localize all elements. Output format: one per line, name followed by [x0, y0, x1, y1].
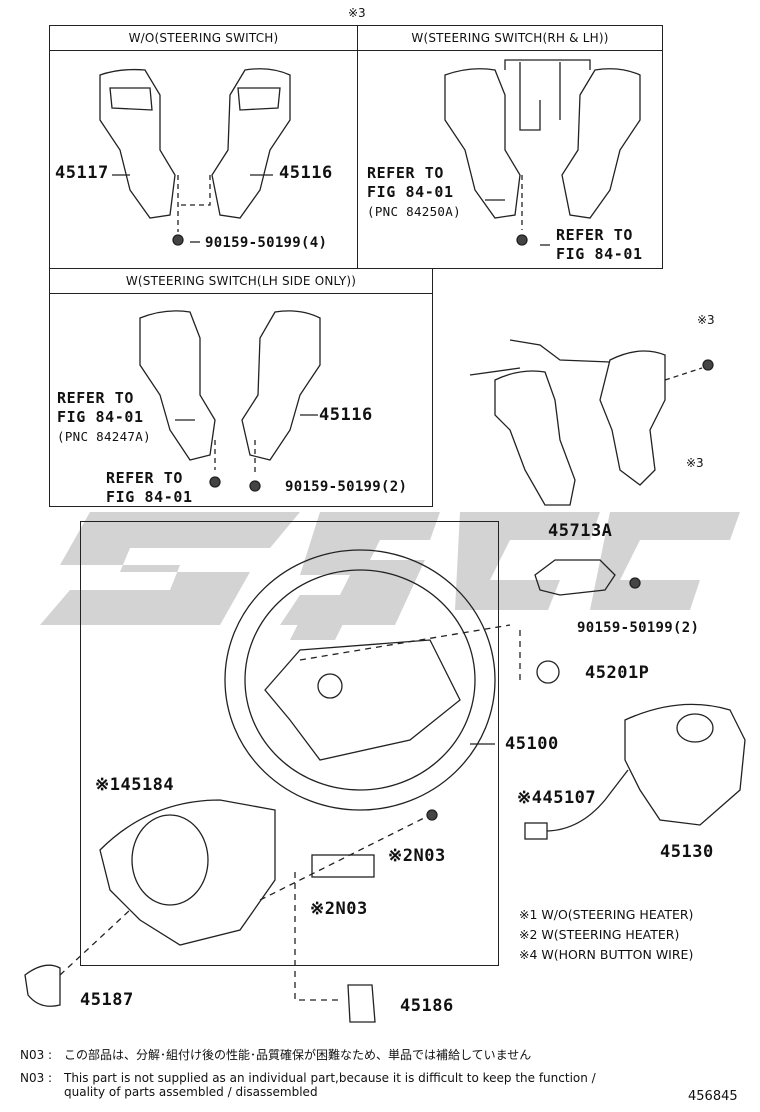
- panel-title: W(STEERING SWITCH(LH SIDE ONLY)): [50, 269, 432, 294]
- footnote-jp-text: この部品は、分解･組付け後の性能･品質確保が困難なため、単品では補給していません: [64, 1048, 532, 1062]
- footnote-en-line2: quality of parts assembled / disassemble…: [64, 1085, 318, 1099]
- cover-45117-drawing: [99, 68, 176, 219]
- diagram-number: 456845: [688, 1089, 738, 1104]
- legend-item: ※4 W(HORN BUTTON WIRE): [519, 947, 694, 962]
- refer-to-text: REFER TO: [106, 469, 184, 487]
- steering-wheel-frame: [80, 521, 499, 966]
- panel-title: W/O(STEERING SWITCH): [50, 26, 357, 51]
- panel-title: W(STEERING SWITCH(RH & LH)): [358, 26, 662, 51]
- panel-w-steering-switch-rh-lh: W(STEERING SWITCH(RH & LH)): [357, 25, 663, 269]
- legend-item: ※1 W/O(STEERING HEATER): [519, 907, 694, 922]
- note-mark: ※3: [697, 313, 715, 327]
- note-mark: ※3: [686, 456, 704, 470]
- panel-w-steering-switch-lh-only: W(STEERING SWITCH(LH SIDE ONLY)): [49, 268, 433, 507]
- footnote-en-prefix: N03 :: [20, 1071, 53, 1085]
- refer-fig-text: FIG 84-01: [367, 183, 454, 201]
- part-number-45187: 45187: [80, 990, 134, 1010]
- part-number-screw: 90159-50199(4): [205, 235, 328, 251]
- part-number-45201p: 45201P: [585, 663, 650, 683]
- refer-to-text: REFER TO: [367, 164, 445, 182]
- part-number-45107: ※445107: [517, 788, 597, 808]
- part-number-45116: 45116: [279, 163, 333, 183]
- part-number-screw: 90159-50199(2): [577, 620, 700, 636]
- part-number-45116: 45116: [319, 405, 373, 425]
- refer-fig-text: FIG 84-01: [57, 408, 144, 426]
- part-number-45713a: 45713A: [548, 521, 613, 541]
- top-note-mark: ※3: [348, 6, 366, 20]
- part-number-45184: ※145184: [95, 775, 175, 795]
- part-number-45117: 45117: [55, 163, 109, 183]
- refer-pnc-text: (PNC 84250A): [367, 204, 461, 219]
- part-number-45100: 45100: [505, 734, 559, 754]
- legend-item: ※2 W(STEERING HEATER): [519, 927, 680, 942]
- part-number-n03: ※2N03: [388, 846, 446, 866]
- part-number-n03: ※2N03: [310, 899, 368, 919]
- footnote-en-line1: This part is not supplied as an individu…: [64, 1071, 596, 1085]
- refer-pnc-text: (PNC 84247A): [57, 429, 151, 444]
- refer-fig-text: FIG 84-01: [556, 245, 643, 263]
- refer-fig-text: FIG 84-01: [106, 488, 193, 506]
- part-number-screw: 90159-50199(2): [285, 479, 408, 495]
- part-number-45186: 45186: [400, 996, 454, 1016]
- refer-to-text: REFER TO: [556, 226, 634, 244]
- part-number-45130: 45130: [660, 842, 714, 862]
- refer-to-text: REFER TO: [57, 389, 135, 407]
- footnote-jp-prefix: N03 :: [20, 1048, 53, 1062]
- cover-45116-drawing: [211, 68, 291, 219]
